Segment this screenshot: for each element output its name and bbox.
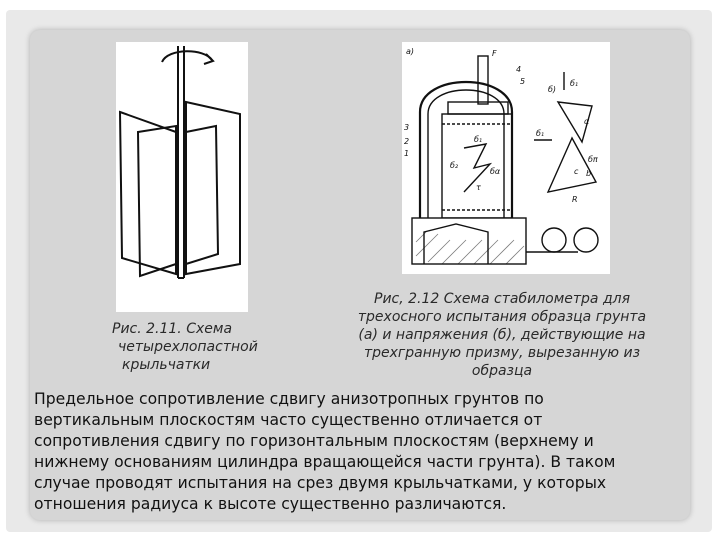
- fig2-label-c: c: [574, 167, 579, 176]
- fig2-caption-line: трехосного испытания образца грунта: [357, 309, 647, 325]
- fig2-caption: Рис, 2.12 Схема стабилометра для трехосн…: [312, 290, 692, 380]
- fig2-label-3: 3: [404, 123, 409, 132]
- fig2-label-R: R: [572, 195, 578, 204]
- fig2-label-b: б): [548, 85, 556, 94]
- vane-drawing: [118, 46, 241, 279]
- fig2-label-2: 2: [404, 137, 409, 146]
- fig1-caption-line: четырехлопастной: [118, 339, 258, 355]
- fig2-label-sigma-n: бπ: [588, 155, 598, 164]
- body-line: случае проводят испытания на срез двумя …: [34, 474, 607, 492]
- fig2-label-sigma-a: бα: [490, 167, 501, 176]
- body-line: отношения радиуса к высоте существенно р…: [34, 495, 507, 513]
- fig2-label-sigma1b: б₁: [474, 135, 482, 144]
- fig2-label-tau: τ: [476, 183, 481, 192]
- fig2-caption-line: Рис, 2.12 Схема стабилометра для: [374, 291, 630, 307]
- fig2-label-5: 5: [520, 77, 525, 86]
- fig2-label-sigma2: б₂: [450, 161, 459, 170]
- fig2-label-4: 4: [516, 65, 521, 74]
- stabilometer-figure: а) F 4 5 б) б₁ 3 2 1 б₁ б₂ бα τ б₁ α бπ …: [402, 42, 610, 274]
- body-line: сопротивления сдвигу по горизонтальным п…: [34, 432, 594, 450]
- fig2-label-alpha: α: [584, 117, 590, 126]
- fig2-label-sigma1c: б₁: [536, 129, 544, 138]
- vane-figure: [116, 42, 248, 312]
- fig2-caption-line: (а) и напряжения (б), действующие на: [358, 327, 646, 343]
- fig1-caption-line: крыльчатки: [122, 357, 211, 373]
- fig2-label-F: F: [492, 49, 497, 58]
- fig1-caption-line: Рис. 2.11. Схема: [112, 321, 233, 337]
- body-paragraph: Предельное сопротивление сдвигу анизотро…: [34, 389, 694, 515]
- body-line: вертикальным плоскостям часто существенн…: [34, 411, 543, 429]
- fig2-caption-line: образца: [471, 363, 533, 379]
- body-line: Предельное сопротивление сдвигу анизотро…: [34, 390, 544, 408]
- fig2-label-a: а): [406, 47, 414, 56]
- fig1-caption: Рис. 2.11. Схема четырехлопастной крыльч…: [112, 320, 292, 374]
- fig2-label-1: 1: [404, 149, 409, 158]
- stabilometer-drawing: а) F 4 5 б) б₁ 3 2 1 б₁ б₂ бα τ б₁ α бπ …: [404, 47, 599, 265]
- fig2-label-sigma1: б₁: [570, 79, 578, 88]
- fig2-label-b2: b: [586, 169, 591, 178]
- fig2-caption-line: трехгранную призму, вырезанную из: [363, 345, 641, 361]
- body-line: нижнему основаниям цилиндра вращающейся …: [34, 453, 616, 471]
